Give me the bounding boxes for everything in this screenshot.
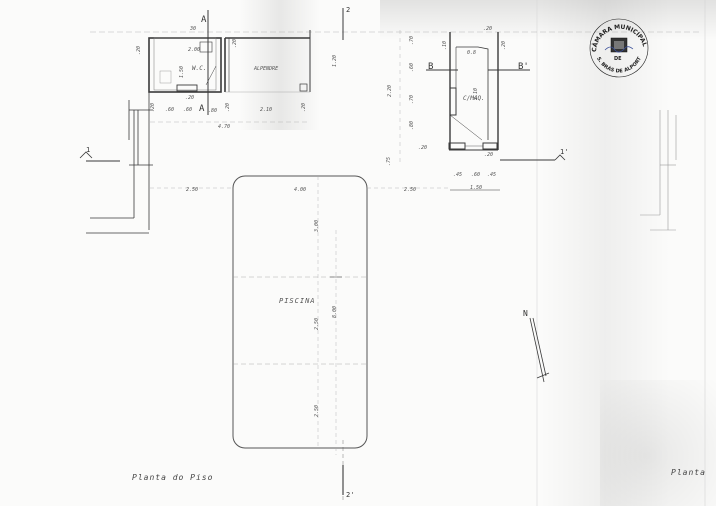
- svg-text:.70: .70: [409, 95, 415, 104]
- municipal-stamp: CÂMARA MUNICIPAL S. BRÁS DE ALPORTEL DE: [0, 0, 649, 78]
- svg-text:.20: .20: [484, 152, 493, 158]
- svg-text:.60: .60: [471, 172, 480, 178]
- svg-text:2.20: 2.20: [387, 85, 393, 97]
- room-label-pool: PISCINA: [279, 297, 316, 305]
- svg-text:2.50: 2.50: [186, 187, 198, 193]
- svg-text:.20: .20: [301, 103, 307, 112]
- svg-text:2.10: 2.10: [260, 107, 272, 113]
- svg-text:.60: .60: [183, 107, 192, 113]
- svg-text:.20: .20: [483, 26, 492, 32]
- svg-text:.75: .75: [386, 157, 392, 166]
- svg-text:.60: .60: [409, 63, 415, 72]
- svg-text:3.00: 3.00: [314, 220, 320, 233]
- north-label: N: [523, 309, 528, 318]
- svg-text:.20: .20: [501, 41, 507, 50]
- svg-text:.80: .80: [208, 108, 217, 114]
- svg-text:.20: .20: [418, 145, 427, 151]
- svg-text:DE: DE: [614, 56, 622, 62]
- room-label-alpendre: ALPENDRE: [253, 66, 278, 72]
- left-walls: [86, 92, 153, 234]
- machine-room-block: [448, 32, 499, 151]
- section-b-right: B': [518, 62, 529, 72]
- right-walls: [640, 110, 677, 231]
- svg-text:.20: .20: [136, 46, 142, 55]
- section-a-top: A: [201, 15, 207, 25]
- svg-text:.10: .10: [442, 41, 448, 50]
- room-label-wc: W.C.: [192, 65, 206, 72]
- svg-text:2.10: 2.10: [473, 88, 479, 100]
- svg-text:2.50: 2.50: [314, 405, 320, 417]
- section-a-bottom: A: [199, 104, 205, 114]
- svg-text:4.70: 4.70: [218, 124, 230, 130]
- wc-block: [148, 10, 222, 115]
- svg-text:.45: .45: [453, 172, 462, 178]
- svg-text:.60: .60: [165, 107, 174, 113]
- svg-text:.20: .20: [232, 39, 238, 48]
- north-arrow: [529, 317, 550, 383]
- svg-text:S. BRÁS DE ALPORTEL: S. BRÁS DE ALPORTEL: [0, 0, 643, 74]
- svg-text:.20: .20: [225, 103, 231, 112]
- section-1-left: 1: [86, 146, 90, 154]
- alpendre-block: [224, 30, 311, 93]
- svg-text:1.50: 1.50: [470, 185, 482, 191]
- svg-text:2.00: 2.00: [188, 47, 200, 53]
- section-b-left: B: [428, 62, 433, 72]
- title-main: Planta do Piso: [132, 473, 214, 482]
- svg-text:30: 30: [189, 26, 196, 32]
- room-label-machine: C/MAQ.: [463, 95, 485, 102]
- svg-text:2.50: 2.50: [404, 187, 416, 193]
- svg-text:.20: .20: [185, 95, 194, 101]
- svg-text:.80: .80: [409, 121, 415, 130]
- svg-text:.20: .20: [150, 103, 156, 112]
- svg-text:2.50: 2.50: [314, 318, 320, 330]
- svg-text:4.00: 4.00: [294, 187, 306, 193]
- section-1-right: 1': [560, 148, 568, 156]
- section-2-top: 2: [346, 6, 350, 14]
- section-2-bottom: 2': [346, 491, 354, 499]
- svg-text:1.20: 1.20: [332, 55, 338, 67]
- svg-text:0.8: 0.8: [467, 50, 476, 56]
- svg-text:.70: .70: [409, 36, 415, 45]
- pool-outline: [232, 175, 368, 455]
- svg-text:8.00: 8.00: [332, 306, 338, 318]
- svg-text:.45: .45: [487, 172, 496, 178]
- svg-text:1.50: 1.50: [179, 66, 185, 78]
- title-right: Planta: [671, 468, 706, 477]
